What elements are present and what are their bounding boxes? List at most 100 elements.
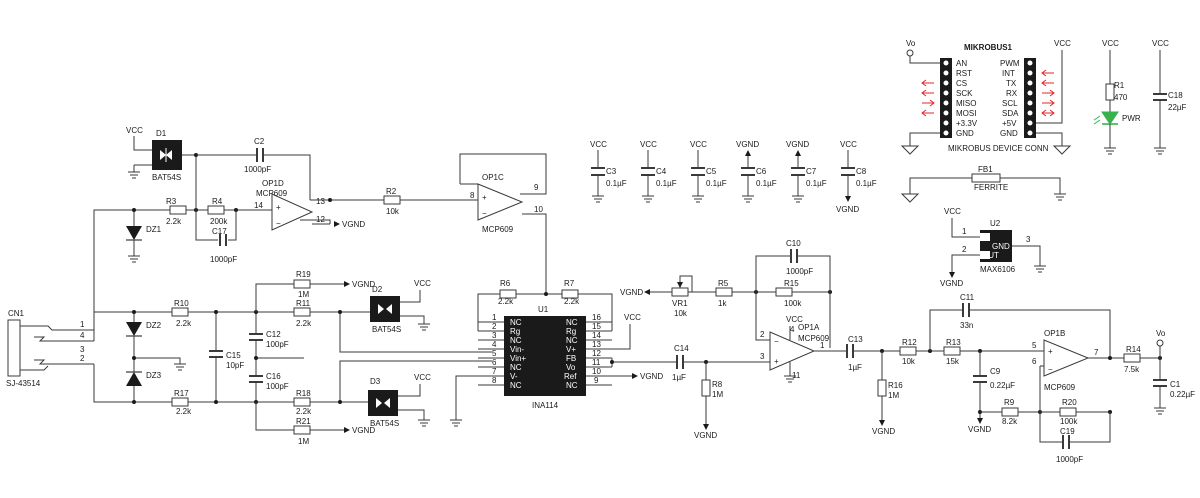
r3-value: 2.2k [166,217,182,226]
c9-vgnd: VGND [968,425,991,434]
c2-value: 1000pF [244,165,271,174]
opamp-op1c-stage: R2 10k + − OP1C MCP609 8 9 10 [328,153,547,294]
op1b-pin-6: 6 [1032,357,1037,366]
cn1-ref: CN1 [8,309,25,318]
d3-vcc: VCC [414,373,431,382]
d1-vcc: VCC [126,126,143,135]
u2-num-gnd: 3 [1026,235,1031,244]
mikrobus-left-7: GND [956,129,974,138]
mikrobus-left-3: SCK [956,89,973,98]
u1-pin-4-num: 4 [492,340,497,349]
c11-ref: C11 [960,293,975,302]
r4-ref: R4 [212,197,223,206]
r6-ref: R6 [500,279,511,288]
c14-value: 1µF [672,373,686,382]
c3-ref: C3 [606,167,617,176]
u1-pin-16-name: NC [566,318,578,327]
svg-text:+: + [1048,347,1053,356]
u1-pin-5-name: Vin+ [510,354,526,363]
u2-num-in: 1 [962,227,967,236]
r16-ref: R16 [888,381,903,390]
op1b-ref: OP1B [1044,329,1065,338]
cap-c5: VCC C5 0.1µF [690,140,727,203]
cn1-pin-1: 1 [80,320,85,329]
u1-ref: U1 [538,305,549,314]
r2-ref: R2 [386,187,397,196]
op1d-part: MCP609 [256,189,288,198]
cn1-pin-2: 2 [80,354,85,363]
r7-ref: R7 [564,279,575,288]
op1b-pin-7: 7 [1094,348,1099,357]
u1-pin-8-num: 8 [492,376,497,385]
r4-value: 200k [210,217,228,226]
mikrobus-right-4: SCL [1002,99,1018,108]
cap-c18: VCC C18 22µF [1152,39,1187,155]
d2-ref: D2 [372,285,383,294]
d2-part: BAT54S [372,325,401,334]
r5-ref: R5 [718,279,729,288]
dz2-label: DZ2 [146,321,162,330]
arrow-int-icon [1041,69,1054,77]
svg-text:+: + [482,193,487,202]
r16-vgnd: VGND [872,427,895,436]
u1-pin-2-num: 2 [492,322,497,331]
mikrobus-left-1: RST [956,69,972,78]
c18-value: 22µF [1168,103,1187,112]
dz3-label: DZ3 [146,371,162,380]
c19-value: 1000pF [1056,455,1083,464]
c18-ref: C18 [1168,91,1183,100]
c9-value: 0.22µF [990,381,1015,390]
r1-ref: R1 [1114,81,1125,90]
r12-value: 10k [902,357,916,366]
u1-pin-6-name: NC [510,363,522,372]
op1a-part: MCP609 [798,334,830,343]
d3-part: BAT54S [370,419,399,428]
mikrobus-left-5: MOSI [956,109,976,118]
r17-value: 2.2k [176,407,192,416]
c14-ref: C14 [674,344,689,353]
op1a-pin-11: 11 [792,371,801,380]
r21-ref: R21 [296,417,311,426]
u1-pin-14-num: 14 [592,331,601,340]
c5-vcc: VCC [690,140,707,149]
opamp-op1a-stage: C14 1µF R8 1M VGND VGND VR1 10k R5 1k R1… [620,239,846,440]
u1-pin-1-name: NC [510,318,522,327]
u1-pin-15-num: 15 [592,322,601,331]
c15-ref: C15 [226,351,241,360]
u1-pin-5-num: 5 [492,349,497,358]
d1-part: BAT54S [152,173,181,182]
mikrobus-ref: MIKROBUS1 [964,43,1013,52]
u2-pin-gnd: GND [992,242,1010,251]
r1-vcc: VCC [1102,39,1119,48]
u2-vgnd: VGND [940,279,963,288]
u1-vcc: VCC [624,313,641,322]
mikrobus-right-5: SDA [1002,109,1019,118]
op1a-vcc: VCC [786,315,803,324]
c7-vgnd: VGND [786,140,809,149]
r19-vgnd: VGND [352,280,375,289]
cn1-part: SJ-43514 [6,379,41,388]
decoupling-caps: VCC C3 0.1µF VCC C4 0.1µF VCC C5 0.1µF V… [590,140,877,214]
u1-pin-8-name: NC [510,381,522,390]
op1c-pin-10: 10 [534,205,543,214]
u1-pin-10-name: Ref [564,372,577,381]
c12-ref: C12 [266,330,281,339]
mikrobus-left-4: MISO [956,99,976,108]
vr1-value: 10k [674,309,688,318]
r1-value: 470 [1114,93,1128,102]
mikrobus-right-6: +5V [1002,119,1017,128]
u1-pin-10-num: 10 [592,367,601,376]
r8-value: 1M [712,390,723,399]
op1d-vgnd: VGND [342,220,365,229]
op1a-pin-3: 3 [760,352,765,361]
u1-pin-3-num: 3 [492,331,497,340]
c3-vcc: VCC [590,140,607,149]
c11-value: 33n [960,321,973,330]
u1-pin-15-name: Rg [566,327,576,336]
r15-value: 100k [784,299,802,308]
r20-value: 100k [1060,417,1078,426]
r6-value: 2.2k [498,297,514,306]
op1a-pin-1: 1 [820,341,825,350]
op1c-pin-9: 9 [534,183,539,192]
c16-value: 100pF [266,382,289,391]
